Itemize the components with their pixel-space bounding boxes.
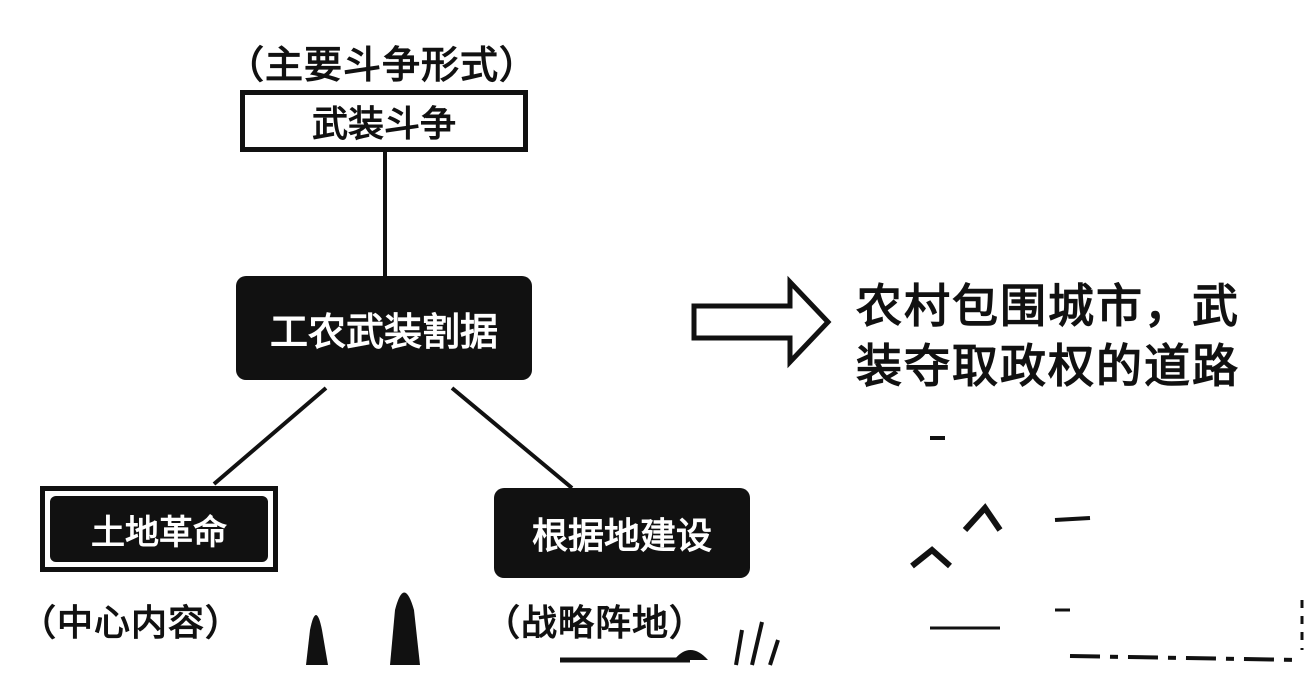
result-line-2: 装夺取政权的道路: [856, 339, 1240, 393]
right-caption: （战略阵地）: [484, 603, 707, 644]
worker-peasant-regime-box: 工农武装割据: [236, 276, 532, 380]
arrow-right-icon: [691, 275, 832, 369]
dash-mark: [1054, 516, 1091, 522]
tree-icon: [390, 592, 420, 665]
ground-line: [1069, 654, 1301, 662]
armed-struggle-box: 武装斗争: [240, 90, 528, 152]
land-revolution-inner: 土地革命: [50, 496, 268, 562]
top-caption: （主要斗争形式）: [226, 43, 539, 87]
armed-struggle-label: 武装斗争: [311, 104, 456, 145]
left-caption: （中心内容）: [20, 603, 243, 644]
base-building-box: 根据地建设: [494, 488, 750, 578]
mountain-icon: [962, 503, 1003, 533]
connector-center-right: [450, 386, 574, 490]
land-revolution-label: 土地革命: [91, 512, 227, 553]
worker-peasant-regime-label: 工农武装割据: [269, 309, 498, 354]
mountain-icon: [910, 546, 952, 569]
land-revolution-box: 土地革命: [40, 486, 278, 572]
result-line-1: 农村包围城市，武: [856, 279, 1240, 333]
bush-icon: [674, 650, 708, 660]
grass-icon: [734, 621, 780, 666]
base-building-label: 根据地建设: [531, 516, 712, 557]
tree-icon: [306, 615, 328, 665]
connector-center-left: [212, 386, 328, 486]
